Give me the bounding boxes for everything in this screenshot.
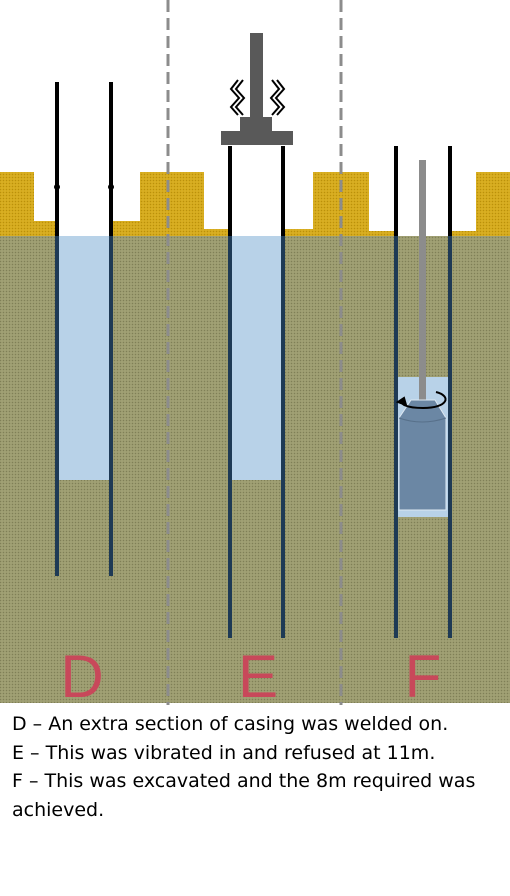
caption-f: F – This was excavated and the 8m requir…: [12, 770, 476, 821]
casing-d: [54, 82, 114, 576]
weld-joint: [108, 184, 114, 190]
panel-letter-e: E: [238, 643, 278, 705]
caption-list: D – An extra section of casing was welde…: [12, 710, 502, 824]
working-platform: [0, 172, 510, 236]
casing-e: [228, 146, 285, 638]
rotation-arrow-icon: [395, 391, 447, 410]
casing-installation-diagram: D E F: [0, 0, 510, 705]
water-column-e: [231, 236, 282, 480]
vibration-lines-icon: [229, 79, 286, 116]
weld-joint: [54, 184, 60, 190]
panel-letter-f: F: [405, 643, 442, 705]
caption-d: D – An extra section of casing was welde…: [12, 713, 449, 735]
water-column-d: [58, 236, 110, 480]
drilling-bucket-icon: [398, 399, 447, 511]
panel-letter-d: D: [60, 643, 103, 705]
kelly-bar: [419, 160, 426, 400]
caption-e: E – This was vibrated in and refused at …: [12, 741, 436, 764]
vibro-hammer-icon: [221, 33, 293, 145]
casing-f: [394, 146, 452, 638]
